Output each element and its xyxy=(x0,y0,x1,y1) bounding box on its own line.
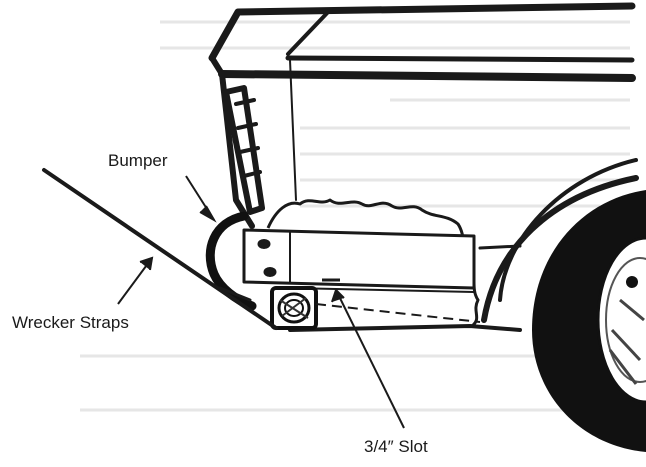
strap-hidden-path xyxy=(315,303,481,323)
bumper-callout-arrow xyxy=(185,175,217,223)
straps-callout-arrow xyxy=(117,256,154,305)
slot-callout-arrow xyxy=(331,288,405,429)
background-bleed-text xyxy=(80,20,630,412)
bumper-label: Bumper xyxy=(108,151,168,170)
wrecker-strap xyxy=(42,168,278,330)
front-tire xyxy=(532,190,646,452)
wrecker-straps-label: Wrecker Straps xyxy=(12,313,129,332)
tie-down-spring xyxy=(270,286,318,330)
slot-label: 3/4″ Slot xyxy=(364,437,428,456)
frame-rail xyxy=(242,228,476,293)
bumper xyxy=(205,211,257,311)
